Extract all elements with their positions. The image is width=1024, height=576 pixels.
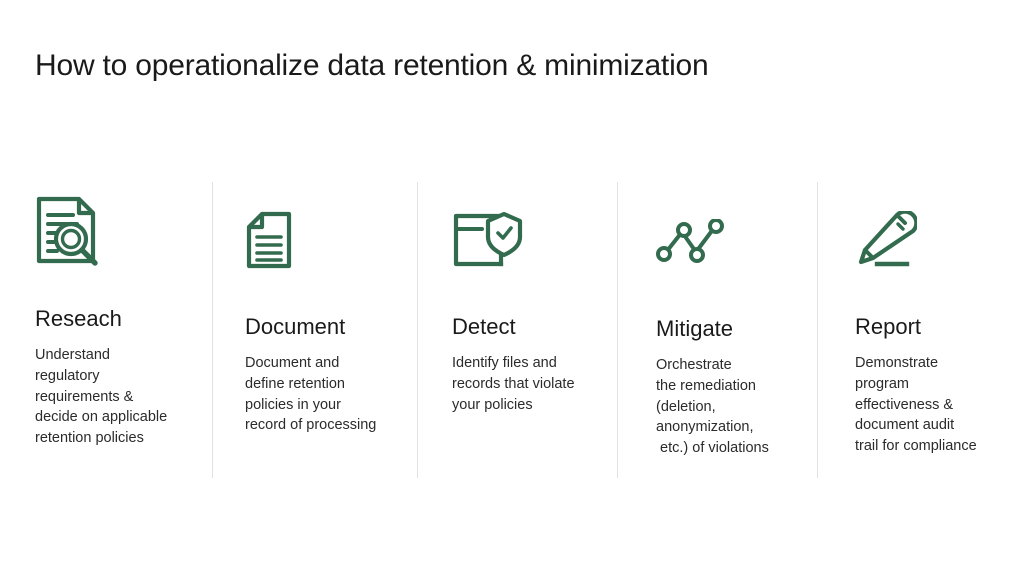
- body-line: etc.) of violations: [656, 440, 769, 457]
- body-line: Understand: [35, 347, 110, 363]
- step-card-document: Document Document and define retention p…: [212, 182, 417, 478]
- document-magnifier-icon: [35, 182, 202, 278]
- page-title: How to operationalize data retention & m…: [35, 49, 709, 82]
- step-card-report: Report Demonstrate program effectiveness…: [817, 182, 1024, 478]
- body-line: requirements &: [35, 388, 134, 405]
- body-line: Orchestrate: [656, 357, 732, 373]
- step-heading: Report: [855, 314, 922, 339]
- body-line: program: [855, 375, 909, 392]
- body-line: decide on applicable: [35, 409, 168, 426]
- pencil-underline-icon: [855, 182, 1014, 286]
- body-line: record of processing: [245, 417, 377, 434]
- body-line: anonymization,: [656, 419, 754, 436]
- body-line: Demonstrate: [855, 355, 939, 371]
- body-line: retention policies: [35, 430, 144, 447]
- step-body: Orchestrate the remediation (deletion, a…: [656, 355, 807, 459]
- body-line: the remediation: [656, 377, 756, 394]
- body-line: Identify files and: [452, 355, 557, 371]
- step-heading: Document: [245, 314, 346, 339]
- body-line: policies in your: [245, 396, 341, 413]
- step-body: Document and define retention policies i…: [245, 353, 407, 436]
- step-body: Demonstrate program effectiveness & docu…: [855, 353, 1014, 457]
- step-heading: Detect: [452, 314, 516, 339]
- step-card-research: Reseach Understand regulatory requiremen…: [0, 182, 212, 478]
- step-card-mitigate: Mitigate Orchestrate the remediation (de…: [617, 182, 817, 478]
- step-body: Understand regulatory requirements & dec…: [35, 345, 202, 449]
- body-line: trail for compliance: [855, 438, 977, 455]
- step-heading: Mitigate: [656, 316, 734, 341]
- step-body: Identify files and records that violate …: [452, 353, 607, 415]
- step-card-detect: Detect Identify files and records that v…: [417, 182, 617, 478]
- steps-row: Reseach Understand regulatory requiremen…: [0, 182, 1024, 478]
- document-shield-check-icon: [452, 182, 607, 286]
- body-line: regulatory: [35, 367, 100, 384]
- body-line: your policies: [452, 396, 533, 413]
- step-heading: Reseach: [35, 306, 122, 331]
- document-lines-icon: [245, 182, 407, 286]
- body-line: records that violate: [452, 375, 575, 392]
- body-line: effectiveness &: [855, 396, 954, 413]
- body-line: define retention: [245, 375, 345, 392]
- body-line: document audit: [855, 417, 955, 434]
- node-graph-icon: [656, 182, 807, 288]
- body-line: Document and: [245, 355, 340, 371]
- body-line: (deletion,: [656, 398, 716, 415]
